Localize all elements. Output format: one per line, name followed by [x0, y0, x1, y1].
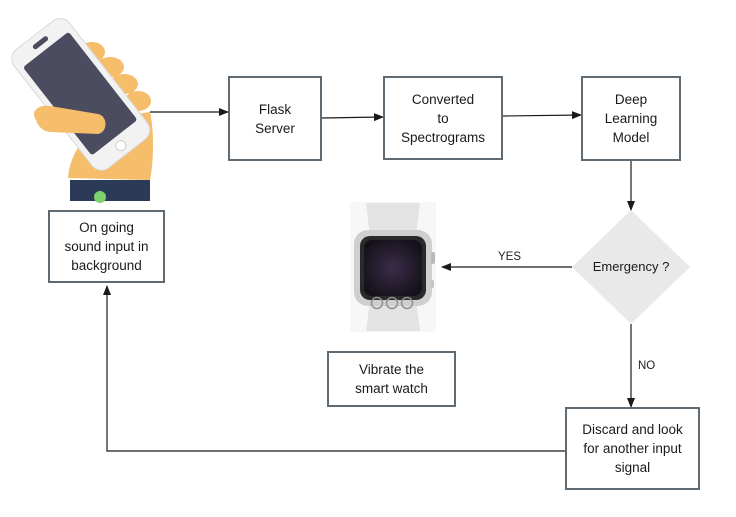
- discard-line-2: for another input: [583, 441, 682, 456]
- discard-line-3: signal: [614, 460, 651, 475]
- spectrograms-line-2: to: [437, 110, 449, 126]
- home-button-dot: [94, 191, 106, 203]
- arrow-discard-to-input: [103, 285, 565, 452]
- thumb-shape: [33, 105, 106, 134]
- sound-input-line-1: On going: [79, 220, 134, 235]
- no-edge-label: NO: [638, 360, 656, 372]
- phone-screen: [24, 32, 137, 155]
- vibrate-line-1: Vibrate the: [358, 362, 425, 377]
- spectrograms-box: Converted to Spectrograms: [383, 76, 503, 160]
- flask-server-line-2: Server: [255, 120, 295, 136]
- arrow-spectrograms-to-model: [502, 111, 582, 120]
- discard-box: Discard and look for another input signa…: [565, 407, 700, 490]
- sound-input-line-2: sound input in: [64, 239, 149, 254]
- yes-edge-label: YES: [498, 251, 522, 263]
- decision-label: Emergency ?: [592, 259, 670, 274]
- discard-line-1: Discard and look: [582, 422, 683, 437]
- sound-input-box: On going sound input in background: [48, 210, 165, 283]
- deep-learning-line-2: Learning: [604, 111, 658, 126]
- deep-learning-line-1: Deep: [614, 92, 648, 107]
- flask-server-box: Flask Server: [228, 76, 322, 161]
- hand-holding-smartphone-icon: [11, 18, 153, 203]
- flask-server-line-1: Flask: [258, 101, 292, 117]
- vibrate-box: Vibrate the smart watch: [327, 351, 456, 407]
- watch-screen: [364, 240, 422, 296]
- emergency-decision-diamond: [572, 210, 690, 324]
- sleeve-shape: [70, 180, 150, 201]
- spectrograms-line-3: Spectrograms: [400, 129, 486, 145]
- smartwatch-icon: [350, 202, 436, 332]
- deep-learning-line-3: Model: [612, 130, 650, 145]
- sound-input-line-3: background: [71, 258, 142, 273]
- spectrograms-line-1: Converted: [411, 91, 475, 107]
- arrow-flask-to-spectrograms: [321, 113, 384, 122]
- deep-learning-box: Deep Learning Model: [581, 76, 681, 161]
- vibrate-line-2: smart watch: [355, 381, 428, 396]
